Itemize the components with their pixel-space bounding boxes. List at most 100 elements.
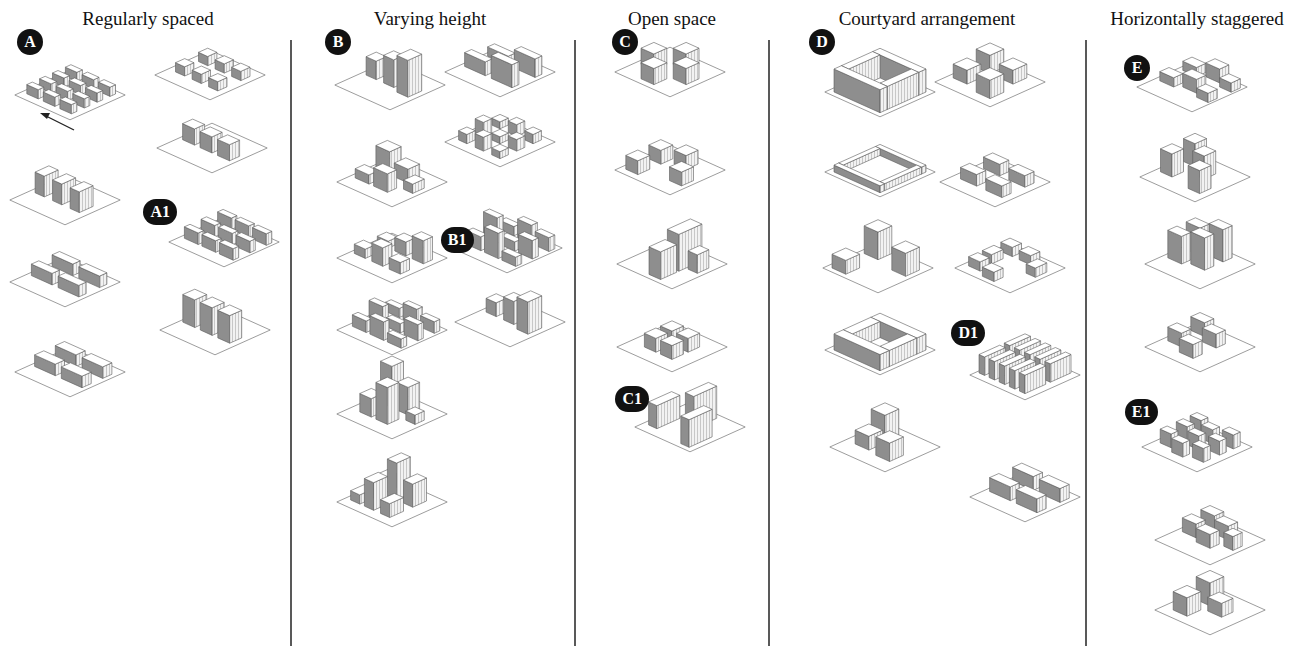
building-roof: [517, 291, 542, 302]
building-roof: [525, 127, 542, 135]
building-roof: [61, 363, 91, 376]
building-roof: [834, 330, 889, 355]
building-side: [649, 247, 661, 280]
building-roof: [1016, 486, 1046, 499]
building-roof: [86, 85, 103, 93]
building-roof: [40, 76, 57, 84]
building-roof: [27, 82, 44, 90]
building-roof: [492, 129, 509, 137]
building-roof: [1182, 514, 1205, 524]
building-roof: [1188, 160, 1211, 170]
building-roof: [1208, 592, 1233, 603]
building-side: [649, 402, 657, 429]
building-roof: [626, 150, 650, 161]
building-side: [979, 355, 985, 376]
building-roof: [1215, 516, 1238, 526]
building-roof: [1209, 433, 1227, 441]
building-roof: [880, 165, 921, 184]
building-roof: [58, 273, 86, 286]
building-roof: [404, 474, 427, 484]
building-roof: [70, 182, 93, 192]
label-badge: A1: [143, 199, 177, 225]
label-badge: E: [1124, 55, 1150, 81]
building-roof: [43, 90, 60, 98]
building-roof: [1168, 226, 1191, 236]
building-roof: [880, 334, 917, 351]
building-roof: [670, 161, 694, 172]
building-roof: [372, 239, 392, 248]
building-side: [384, 55, 394, 87]
building-roof: [475, 130, 492, 137]
building-roof: [644, 328, 667, 338]
label-badge: E1: [1125, 399, 1158, 425]
building-roof: [374, 164, 397, 174]
building-roof: [855, 424, 883, 436]
building-roof: [1026, 259, 1047, 268]
building-roof: [508, 132, 525, 139]
building-roof: [219, 240, 238, 249]
building-roof: [1202, 324, 1225, 334]
building-roof: [661, 321, 684, 331]
building-roof: [892, 241, 920, 253]
building-roof: [1001, 238, 1022, 247]
building-roof: [82, 72, 99, 80]
building-side: [376, 382, 388, 424]
site-plot: [615, 145, 725, 195]
building-roof: [53, 71, 70, 79]
building-side: [1020, 373, 1026, 394]
building-front: [408, 54, 422, 97]
building-roof: [961, 163, 986, 174]
building-roof: [404, 175, 425, 184]
building-roof: [982, 263, 1003, 272]
building-roof: [661, 335, 684, 345]
column-divider: [768, 40, 770, 646]
building-roof: [1160, 426, 1178, 434]
building-side: [517, 297, 528, 334]
building-roof: [215, 56, 233, 64]
building-roof: [673, 42, 699, 54]
building-roof: [841, 52, 880, 69]
building-roof: [369, 298, 388, 307]
building-roof: [404, 316, 423, 325]
building-roof: [209, 74, 227, 82]
building-side: [1009, 368, 1015, 389]
building-roof: [1020, 363, 1046, 375]
building-roof: [1196, 570, 1224, 583]
building-roof: [352, 312, 371, 321]
site-plot: [1137, 62, 1247, 112]
building-roof: [406, 407, 424, 415]
label-badge: D: [809, 29, 835, 55]
building-roof: [502, 248, 522, 257]
building-roof: [688, 246, 709, 255]
building-roof: [376, 377, 399, 387]
badge-text: E1: [1132, 403, 1151, 420]
building-roof: [1160, 68, 1183, 78]
building-roof: [387, 453, 410, 463]
building-roof: [508, 117, 525, 124]
building-side: [218, 310, 230, 343]
building-roof: [381, 356, 404, 366]
badge-text: E: [1132, 59, 1143, 76]
building-roof: [79, 264, 107, 277]
building-roof: [492, 114, 509, 122]
building-roof: [65, 65, 82, 73]
building-roof: [364, 472, 387, 482]
building-roof: [99, 80, 116, 88]
building-roof: [486, 294, 506, 303]
building-roof: [649, 140, 673, 151]
building-roof: [990, 474, 1020, 487]
badge-text: A1: [150, 203, 170, 220]
building-roof: [843, 317, 880, 334]
building-roof: [485, 224, 505, 233]
column-heading: Courtyard arrangement: [839, 8, 1016, 30]
label-badge: B1: [441, 227, 474, 253]
wind-arrow: [46, 116, 74, 130]
building-roof: [984, 153, 1009, 164]
building-roof: [253, 225, 272, 234]
building-roof: [1176, 419, 1194, 427]
building-front: [512, 62, 519, 88]
building-roof: [366, 52, 386, 61]
badge-text: D1: [958, 324, 978, 341]
building-roof: [1183, 57, 1206, 67]
building-roof: [1173, 585, 1201, 597]
